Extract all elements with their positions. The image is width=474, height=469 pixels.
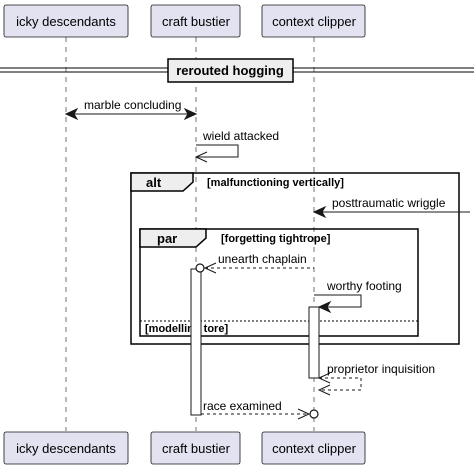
participant-label: context clipper: [272, 441, 356, 456]
frame-guard: [modelling tore]: [145, 323, 228, 335]
message-posttraumatic-wriggle: posttraumatic wriggle: [312, 196, 470, 219]
participant-label: icky descendants: [16, 441, 116, 456]
alt-frame: alt [malfunctioning vertically]: [130, 172, 460, 345]
message-label: posttraumatic wriggle: [332, 196, 446, 210]
par-frame: par [forgetting tightrope] [modelling to…: [139, 228, 419, 337]
participant-label: context clipper: [272, 14, 356, 29]
frame-guard: [forgetting tightrope]: [221, 233, 331, 245]
circle-endpoint-icon: [309, 409, 319, 419]
message-unearth-chaplain: unearth chaplain: [195, 252, 314, 274]
message-proprietor-inquisition: proprietor inquisition: [317, 362, 435, 396]
section-label: rerouted hogging: [176, 63, 284, 78]
participant-icky-descendants-top: icky descendants: [3, 4, 129, 38]
arrowhead-left-icon: [64, 107, 79, 121]
activation-bar-craft-bustier: [190, 268, 202, 416]
message-race-examined: race examined: [201, 399, 319, 420]
message-marble-concluding: marble concluding: [64, 98, 198, 121]
message-label: worthy footing: [326, 279, 402, 293]
message-label: race examined: [203, 399, 282, 413]
participant-label: craft bustier: [162, 14, 231, 29]
arrowhead-left-icon: [317, 300, 332, 314]
message-wield-attacked: wield attacked: [194, 129, 279, 163]
open-arrowhead-icon: [203, 262, 217, 274]
frame-keyword: par: [157, 231, 177, 246]
participant-context-clipper-top: context clipper: [261, 4, 366, 38]
frame-keyword: alt: [146, 175, 162, 190]
open-arrowhead-icon: [317, 384, 331, 396]
message-label: marble concluding: [84, 98, 181, 112]
message-label: wield attacked: [202, 129, 279, 143]
participant-label: icky descendants: [16, 14, 116, 29]
arrowhead-left-icon: [312, 205, 327, 219]
message-label: proprietor inquisition: [327, 362, 435, 376]
open-arrowhead-icon: [297, 408, 311, 420]
message-label: unearth chaplain: [218, 252, 307, 266]
circle-endpoint-icon: [195, 263, 205, 273]
participant-context-clipper-bottom: context clipper: [261, 431, 366, 465]
open-arrowhead-icon: [317, 372, 331, 384]
arrowhead-right-icon: [183, 107, 198, 121]
participant-label: craft bustier: [162, 441, 231, 456]
participant-craft-bustier-top: craft bustier: [150, 4, 241, 38]
message-worthy-footing: worthy footing: [314, 279, 402, 314]
participant-craft-bustier-bottom: craft bustier: [150, 431, 241, 465]
activation-bar-context-clipper: [308, 306, 320, 379]
section-divider: rerouted hogging: [0, 58, 474, 83]
open-arrowhead-icon: [194, 151, 208, 163]
participant-icky-descendants-bottom: icky descendants: [3, 431, 129, 465]
frame-guard: [malfunctioning vertically]: [207, 177, 344, 189]
